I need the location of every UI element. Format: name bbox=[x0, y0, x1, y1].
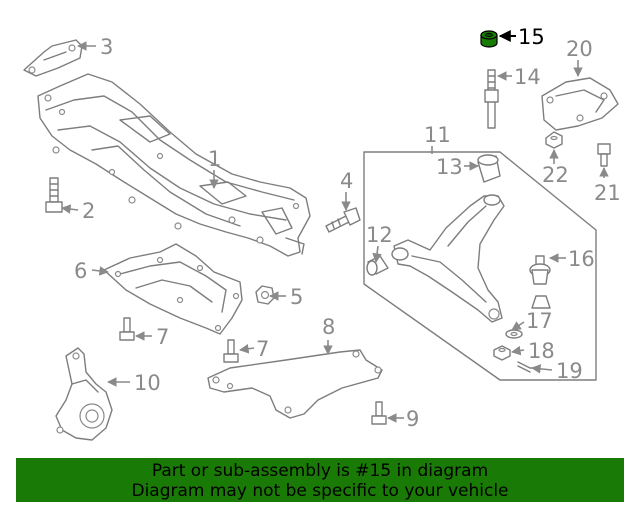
part-4-bolt bbox=[325, 207, 361, 233]
callout-12: 12 bbox=[366, 223, 393, 247]
part-7-bolt-b bbox=[223, 339, 239, 363]
part-11-assembly-boundary bbox=[363, 151, 597, 381]
banner-line-2: Diagram may not be specific to your vehi… bbox=[131, 481, 509, 501]
callout-17: 17 bbox=[526, 309, 553, 333]
part-10-knuckle bbox=[55, 347, 113, 441]
part-14-stud bbox=[484, 69, 499, 129]
callout-7b: 7 bbox=[256, 337, 269, 361]
callout-4: 4 bbox=[340, 169, 353, 193]
part-3-bracket bbox=[23, 39, 83, 77]
parts-diagram: 3 1 2 4 5 6 7 7 8 9 10 11 12 13 14 15 16… bbox=[23, 25, 621, 441]
part-6-undercover bbox=[103, 243, 243, 335]
part-20-bracket bbox=[541, 77, 619, 131]
part-16-boot bbox=[531, 295, 551, 309]
part-22-nut bbox=[545, 131, 563, 149]
callout-5: 5 bbox=[290, 285, 303, 309]
part-17-washer bbox=[505, 329, 523, 339]
part-19-pin bbox=[517, 361, 541, 373]
callout-14: 14 bbox=[514, 65, 541, 89]
callout-6: 6 bbox=[74, 259, 87, 283]
part-16-ball-joint bbox=[529, 255, 551, 285]
part-9-bolt bbox=[371, 401, 387, 425]
callout-2: 2 bbox=[82, 199, 95, 223]
callout-19: 19 bbox=[556, 359, 583, 383]
callout-1: 1 bbox=[208, 147, 221, 171]
part-1-crossmember bbox=[37, 73, 311, 257]
callout-21: 21 bbox=[594, 181, 621, 205]
callout-16: 16 bbox=[568, 247, 595, 271]
part-13-bushing bbox=[477, 154, 501, 183]
part-15-cap bbox=[480, 30, 498, 48]
part-21-bolt bbox=[597, 143, 611, 167]
callout-22: 22 bbox=[542, 163, 569, 187]
lower-control-arm bbox=[391, 194, 505, 323]
callout-3: 3 bbox=[100, 35, 113, 59]
part-7-bolt-a bbox=[119, 317, 135, 341]
callout-13: 13 bbox=[436, 155, 463, 179]
callout-8: 8 bbox=[322, 315, 335, 339]
part-18-nut bbox=[493, 345, 511, 361]
banner-line-1: Part or sub-assembly is #15 in diagram bbox=[151, 461, 489, 481]
callout-11: 11 bbox=[424, 123, 451, 147]
leader-lines bbox=[61, 30, 609, 423]
callout-10: 10 bbox=[134, 371, 161, 395]
callout-15: 15 bbox=[518, 25, 545, 49]
part-5-nut bbox=[255, 285, 275, 305]
callout-labels: 3 1 2 4 5 6 7 7 8 9 10 11 12 13 14 15 16… bbox=[74, 25, 621, 431]
part-2-bolt bbox=[45, 177, 63, 213]
callout-7a: 7 bbox=[156, 325, 169, 349]
callout-20: 20 bbox=[566, 37, 593, 61]
info-banner: Part or sub-assembly is #15 in diagram D… bbox=[16, 458, 624, 502]
part-12-bushing bbox=[366, 255, 389, 276]
callout-18: 18 bbox=[528, 339, 555, 363]
callout-9: 9 bbox=[406, 407, 419, 431]
